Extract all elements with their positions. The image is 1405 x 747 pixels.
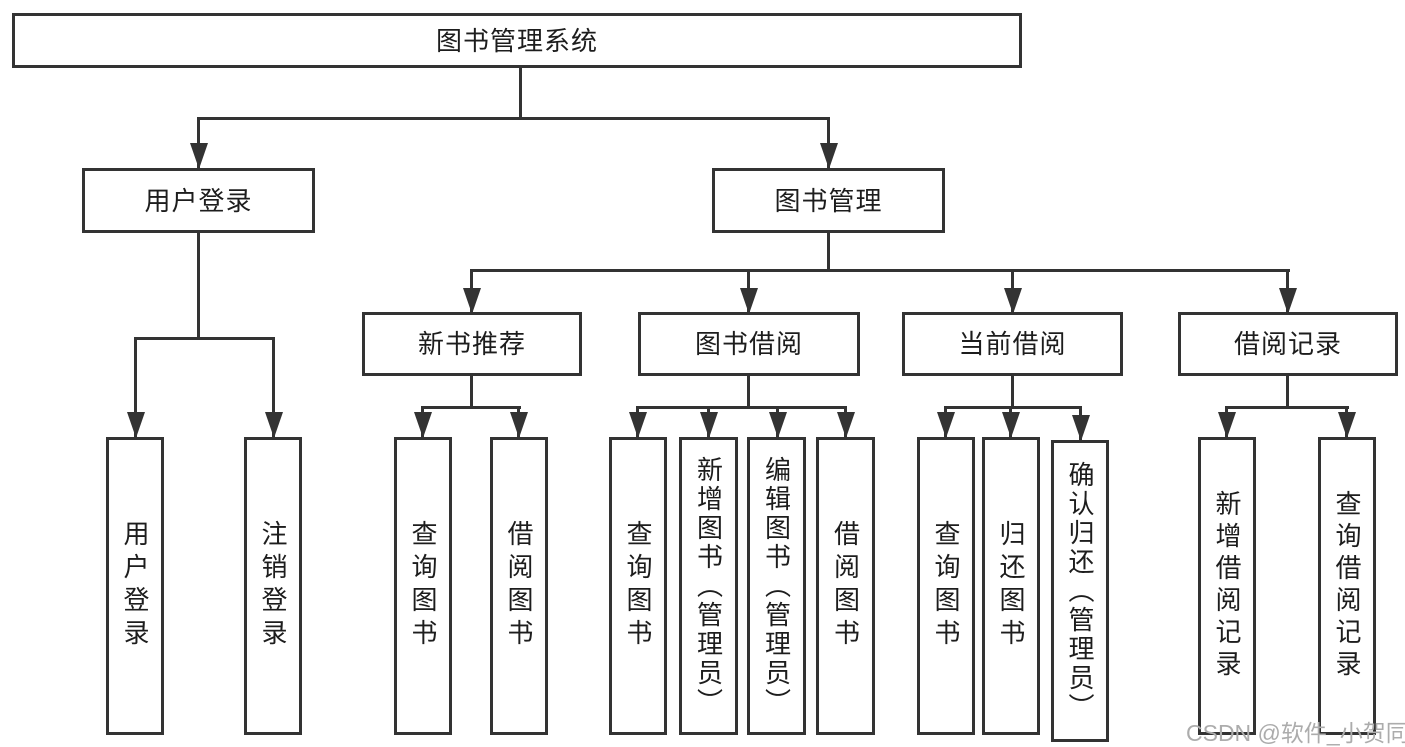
leaf-bb-query-book-label: 查询图书 <box>623 520 653 652</box>
leaf-user-login-label: 用户登录 <box>120 520 150 652</box>
arrow-to-cb-return-book <box>1009 406 1012 438</box>
arrow-to-bb-query-book <box>636 406 639 438</box>
arrow-to-book-borrow <box>747 269 750 314</box>
leaf-bb-query-book: 查询图书 <box>609 437 667 735</box>
leaf-bb-add-book-admin-label: 新增图书（管理员） <box>693 455 724 717</box>
leaf-cb-query-book: 查询图书 <box>917 437 975 735</box>
leaf-cb-query-book-label: 查询图书 <box>931 520 961 652</box>
leaf-logout-login-label: 注销登录 <box>258 520 288 652</box>
arrow-to-bb-borrow-book <box>844 406 847 438</box>
node-user-login: 用户登录 <box>82 168 315 233</box>
node-book-borrow: 图书借阅 <box>638 312 860 376</box>
connector-book-mgmt-stem <box>827 231 830 272</box>
node-book-management: 图书管理 <box>712 168 945 233</box>
leaf-br-add-record: 新增借阅记录 <box>1198 437 1256 735</box>
node-current-borrow-label: 当前借阅 <box>958 329 1067 359</box>
arrow-to-user-login <box>197 117 200 169</box>
connector-current-borrow-stem <box>1011 374 1014 408</box>
arrow-to-br-add-record <box>1225 406 1228 438</box>
arrow-to-book-management <box>827 117 830 169</box>
arrow-to-login-leaf <box>134 337 137 438</box>
leaf-rec-borrow-book-label: 借阅图书 <box>504 520 534 652</box>
arrow-to-borrow-records <box>1286 269 1289 314</box>
leaf-bb-add-book-admin: 新增图书（管理员） <box>679 437 738 735</box>
arrow-to-rec-query-book <box>421 406 424 438</box>
node-current-borrow: 当前借阅 <box>902 312 1123 376</box>
connector-new-book-rec-stem <box>470 374 473 408</box>
connector-root-bar <box>197 117 830 120</box>
leaf-cb-return-book-label: 归还图书 <box>996 520 1026 652</box>
connector-borrow-records-stem <box>1286 374 1289 408</box>
connector-borrow-records-bar <box>1225 406 1349 409</box>
arrow-to-current-borrow <box>1011 269 1014 314</box>
node-library-system: 图书管理系统 <box>12 13 1022 68</box>
arrow-to-br-query-record <box>1345 406 1348 438</box>
arrow-to-cb-query-book <box>944 406 947 438</box>
leaf-br-add-record-label: 新增借阅记录 <box>1212 490 1242 682</box>
leaf-rec-query-book: 查询图书 <box>394 437 452 735</box>
arrow-to-new-book-rec <box>470 269 473 314</box>
connector-book-borrow-bar <box>636 406 847 409</box>
arrow-to-bb-edit-book <box>776 406 779 438</box>
node-book-management-label: 图书管理 <box>774 185 883 216</box>
connector-root-stem <box>519 66 522 119</box>
csdn-watermark: CSDN @软件_小贺同学 <box>1186 720 1405 746</box>
leaf-cb-confirm-return-admin: 确认归还（管理员） <box>1051 440 1109 742</box>
arrow-to-logout-leaf <box>272 337 275 438</box>
arrow-to-bb-add-book <box>707 406 710 438</box>
connector-new-book-rec-bar <box>421 406 521 409</box>
node-new-book-recommend-label: 新书推荐 <box>417 329 526 359</box>
arrow-to-cb-confirm-return <box>1079 406 1082 441</box>
connector-user-login-stem <box>197 231 200 340</box>
leaf-br-query-record-label: 查询借阅记录 <box>1332 490 1362 682</box>
node-borrow-records: 借阅记录 <box>1178 312 1398 376</box>
leaf-bb-borrow-book-label: 借阅图书 <box>830 520 861 652</box>
node-user-login-label: 用户登录 <box>144 185 253 216</box>
connector-current-borrow-bar <box>944 406 1082 409</box>
arrow-to-rec-borrow-book <box>517 406 520 438</box>
node-library-system-label: 图书管理系统 <box>435 25 598 56</box>
connector-book-borrow-stem <box>747 374 750 408</box>
leaf-user-login: 用户登录 <box>106 437 164 735</box>
connector-user-login-bar <box>134 337 275 340</box>
leaf-logout-login: 注销登录 <box>244 437 302 735</box>
leaf-br-query-record: 查询借阅记录 <box>1318 437 1376 735</box>
leaf-cb-return-book: 归还图书 <box>982 437 1040 735</box>
node-new-book-recommend: 新书推荐 <box>362 312 582 376</box>
leaf-bb-edit-book-admin-label: 编辑图书（管理员） <box>761 455 792 717</box>
leaf-rec-borrow-book: 借阅图书 <box>490 437 548 735</box>
leaf-cb-confirm-return-admin-label: 确认归还（管理员） <box>1065 460 1095 722</box>
leaf-bb-borrow-book: 借阅图书 <box>816 437 875 735</box>
connector-book-mgmt-bar <box>470 269 1290 272</box>
node-book-borrow-label: 图书借阅 <box>694 329 803 359</box>
leaf-rec-query-book-label: 查询图书 <box>408 520 438 652</box>
node-borrow-records-label: 借阅记录 <box>1233 329 1342 359</box>
leaf-bb-edit-book-admin: 编辑图书（管理员） <box>747 437 806 735</box>
